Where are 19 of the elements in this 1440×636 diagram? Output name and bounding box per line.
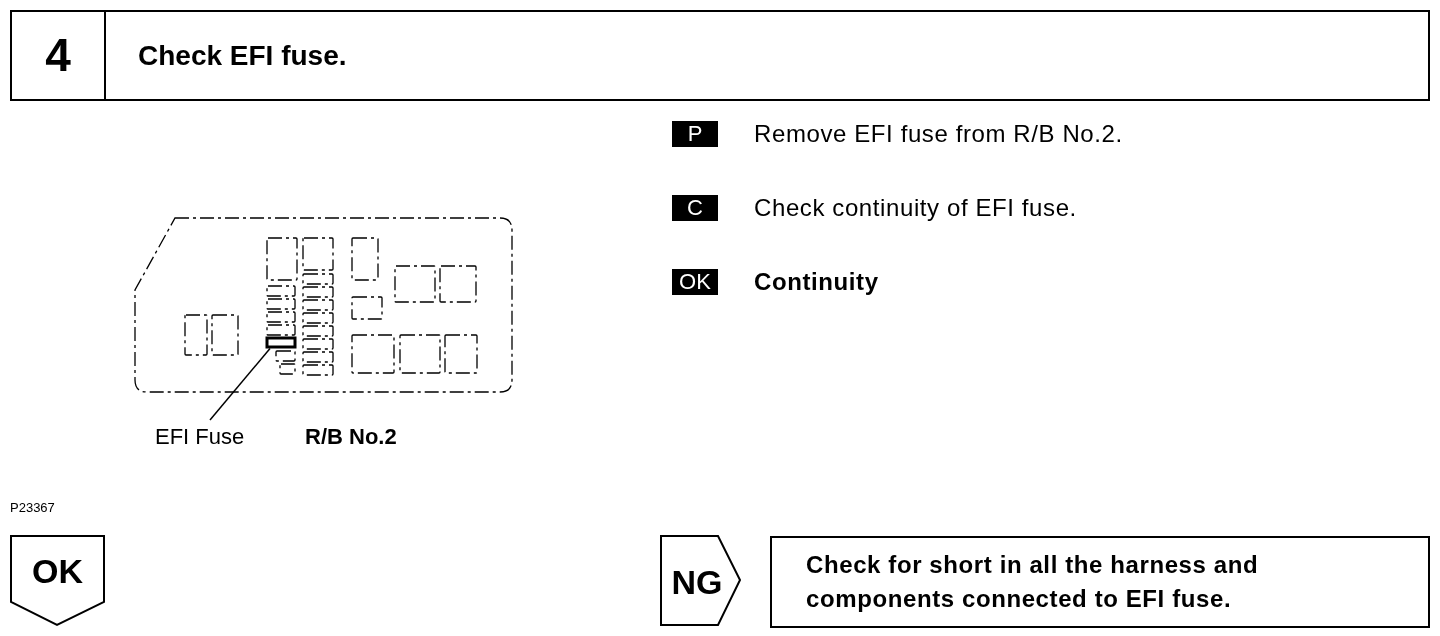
instruction-text: Check continuity of EFI fuse. <box>754 193 1077 223</box>
step-title: Check EFI fuse. <box>137 38 347 73</box>
ok-arrow-shape <box>10 535 105 627</box>
step-number: 4 <box>12 12 106 99</box>
result-label: NG <box>671 563 723 601</box>
ng-arrow-shape <box>660 535 742 626</box>
action-box <box>770 536 1430 628</box>
result-label: OK <box>32 552 83 590</box>
figure-code: P23367 <box>10 499 55 517</box>
step-badge: OK <box>672 269 718 295</box>
step-badge: P <box>672 121 718 147</box>
instruction-text: Remove EFI fuse from R/B No.2. <box>754 119 1123 149</box>
drawing-caption: R/B No.2 <box>305 423 397 451</box>
step-badge: C <box>672 195 718 221</box>
highlighted-fuse <box>265 336 297 349</box>
step-header-box <box>10 10 1430 101</box>
instruction-text: Continuity <box>754 267 879 297</box>
action-text: Check for short in all the harness and components connected to EFI fuse. <box>806 550 1260 614</box>
callout-text: EFI Fuse <box>155 420 245 453</box>
